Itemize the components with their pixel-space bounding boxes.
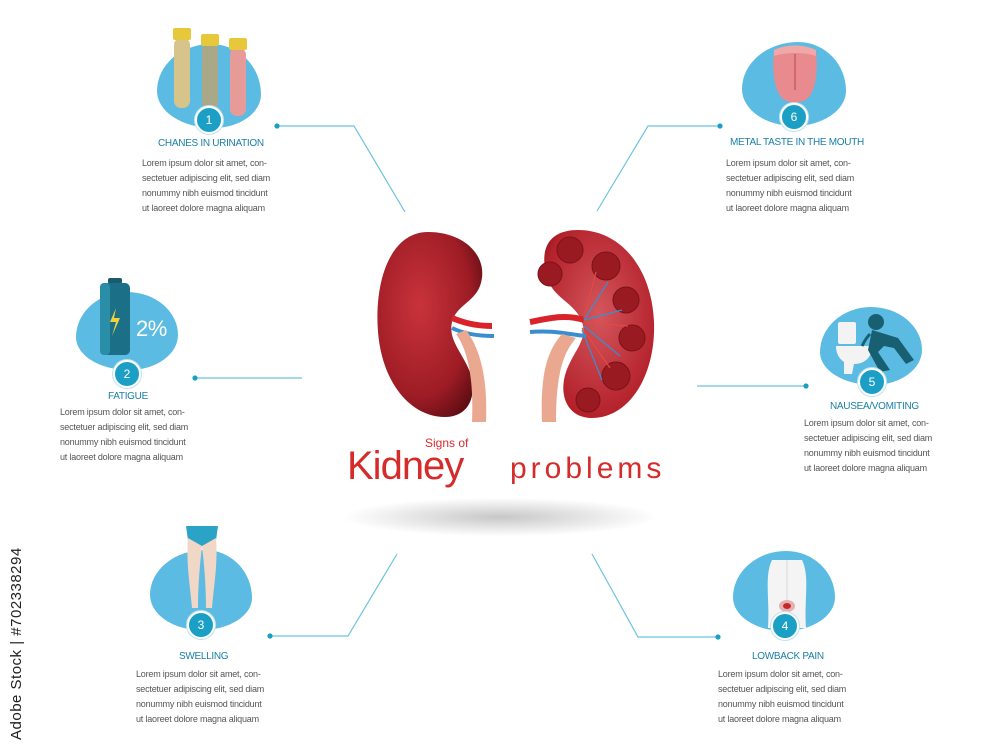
connector-4	[591, 553, 718, 638]
connector-dot-6	[717, 123, 723, 129]
connector-1	[277, 125, 406, 213]
left-kidney-icon	[377, 232, 495, 422]
right-kidney-icon	[529, 230, 655, 422]
battery-icon	[100, 278, 130, 355]
connector-dot-4	[715, 634, 721, 640]
item-1-description: Lorem ipsum dolor sit amet, con- sectetu…	[142, 158, 271, 213]
item-4-title: LOWBACK PAIN	[752, 651, 824, 662]
item-6-number-badge: 6	[780, 103, 808, 131]
kidneys-illustration	[377, 230, 655, 422]
item-5-title: NAUSEA/VOMITING	[830, 401, 919, 412]
toilet-icon	[836, 314, 914, 374]
item-2-number-badge: 2	[113, 360, 141, 388]
item-3-number-badge: 3	[187, 611, 215, 639]
connector-dot-5	[803, 383, 809, 389]
connector-dot-3	[267, 633, 273, 639]
heading-problems: problems	[510, 452, 666, 485]
connector-3	[270, 553, 398, 637]
test-tubes-icon	[173, 28, 247, 116]
kidney-shadow	[345, 498, 655, 536]
item-5-number-badge: 5	[858, 368, 886, 396]
legs-icon	[186, 526, 218, 608]
item-4-number-badge: 4	[771, 612, 799, 640]
item-1-number-badge: 1	[195, 106, 223, 134]
connector-dot-2	[192, 375, 198, 381]
heading-signs-of: Signs of	[425, 436, 469, 450]
battery-percent-label: 2%	[136, 316, 167, 341]
back-icon	[767, 560, 807, 628]
stock-watermark: Adobe Stock | #702338294	[8, 512, 25, 740]
item-3-title: SWELLING	[179, 651, 229, 662]
connector-dot-1	[274, 123, 280, 129]
connector-6	[596, 125, 720, 212]
item-1-title: CHANES IN URINATION	[158, 138, 264, 149]
watermark-text: Adobe Stock | #702338294	[8, 547, 25, 740]
heading-kidney: Kidney	[347, 444, 464, 488]
item-6-title: METAL TASTE IN THE MOUTH	[730, 137, 864, 148]
item-4-description: Lorem ipsum dolor sit amet, con- sectetu…	[718, 669, 847, 724]
tongue-icon	[773, 45, 817, 103]
item-5-description: Lorem ipsum dolor sit amet, con- sectetu…	[804, 418, 933, 473]
item-6-description: Lorem ipsum dolor sit amet, con- sectetu…	[726, 158, 855, 213]
item-2-title: FATIGUE	[108, 391, 148, 402]
item-3-description: Lorem ipsum dolor sit amet, con- sectetu…	[136, 669, 265, 724]
item-2-description: Lorem ipsum dolor sit amet, con- sectetu…	[60, 407, 189, 462]
